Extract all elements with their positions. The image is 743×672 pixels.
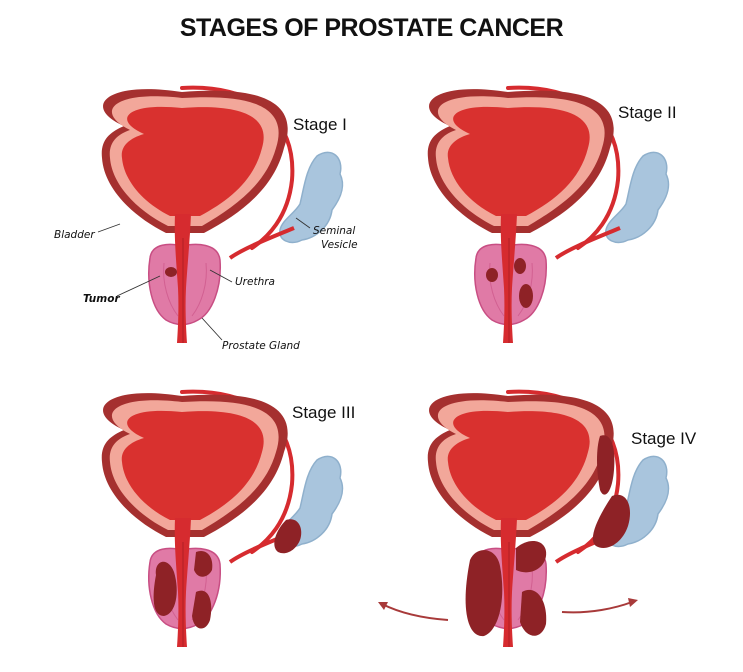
stage-4-vas-tumor xyxy=(597,435,615,495)
stage-4-tumor-2 xyxy=(516,541,547,573)
stage-2-label: Stage II xyxy=(618,103,677,122)
stage-1-diagram xyxy=(99,85,345,345)
seminal-vesicle-callout-line1: Seminal xyxy=(313,225,355,237)
stage-4-tumor-1 xyxy=(465,550,503,637)
stage-2-tumor-2 xyxy=(514,258,526,274)
spread-arrowhead-left xyxy=(378,602,388,610)
stage-1-tumor xyxy=(165,267,177,277)
stage-4-tumor-3 xyxy=(520,589,547,636)
stage-3-tumor-2 xyxy=(194,550,213,577)
spread-arrow-left xyxy=(381,603,449,621)
tumor-callout: Tumor xyxy=(83,293,120,305)
stage-3-label: Stage III xyxy=(292,403,355,422)
spread-arrow-right xyxy=(561,601,633,614)
stage-4-vesicle-tumor xyxy=(592,494,631,548)
stage-3-tumor-3 xyxy=(192,590,212,629)
stage-1-label: Stage I xyxy=(293,115,347,134)
stage-2-diagram xyxy=(425,85,671,345)
prostate-gland-callout: Prostate Gland xyxy=(222,340,300,352)
callout-lines xyxy=(97,217,311,341)
stage-4-label: Stage IV xyxy=(631,429,697,448)
stage-2-tumor-1 xyxy=(486,268,498,282)
page-title: STAGES OF PROSTATE CANCER xyxy=(179,14,564,42)
stage-3-tumor-1 xyxy=(153,561,177,616)
seminal-vesicle-callout-line2: Vesicle xyxy=(321,239,358,251)
stage-3-vesicle-tumor xyxy=(274,519,302,554)
bladder-callout: Bladder xyxy=(54,229,95,241)
stage-2-tumor-3 xyxy=(519,284,533,308)
stage-4-diagram xyxy=(378,389,671,649)
spread-arrowhead-right xyxy=(628,598,638,607)
stage-3-diagram xyxy=(99,389,345,649)
urethra-callout: Urethra xyxy=(235,276,275,288)
